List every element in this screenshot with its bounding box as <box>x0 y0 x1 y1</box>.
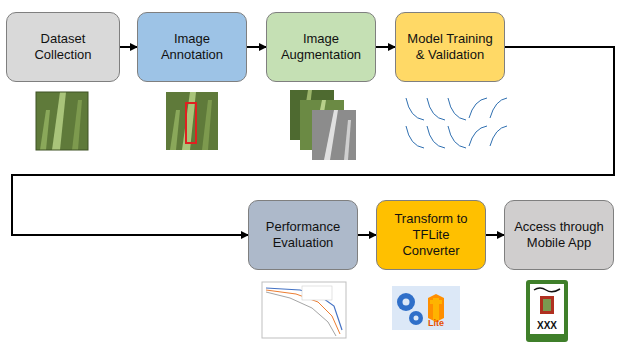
process-box: Image Augmentation <box>266 12 376 82</box>
training-curves <box>404 96 508 152</box>
phone-screen-text: XXX <box>537 320 557 331</box>
process-box: Image Annotation <box>137 12 247 82</box>
flow-arrow <box>486 234 504 236</box>
logo-text: Lite <box>428 318 444 328</box>
process-box: Performance Evaluation <box>248 200 358 270</box>
augmented-images <box>290 90 356 160</box>
flow-arrow <box>247 46 266 48</box>
process-box: Access through Mobile App <box>504 200 614 270</box>
leaf-photo <box>36 92 88 150</box>
box-text: Image Annotation <box>144 31 240 64</box>
mobile-phone <box>526 280 568 342</box>
box-text: Image Augmentation <box>273 31 369 64</box>
box-text: Transform to TFLite Converter <box>383 211 479 260</box>
box-text: Performance Evaluation <box>255 219 351 252</box>
annotated-leaf-photo <box>166 92 218 150</box>
box-text: Dataset Collection <box>13 31 113 64</box>
box-text: Access through Mobile App <box>511 219 607 252</box>
box-text: Model Training & Validation <box>402 31 498 64</box>
tflite-logo <box>392 286 460 330</box>
flow-arrow <box>358 234 376 236</box>
pr-curve-chart <box>262 282 346 338</box>
process-box: Dataset Collection <box>6 12 120 82</box>
flow-arrow <box>376 46 395 48</box>
process-box: Model Training & Validation <box>395 12 505 82</box>
process-box: Transform to TFLite Converter <box>376 200 486 270</box>
flow-arrow <box>120 46 137 48</box>
